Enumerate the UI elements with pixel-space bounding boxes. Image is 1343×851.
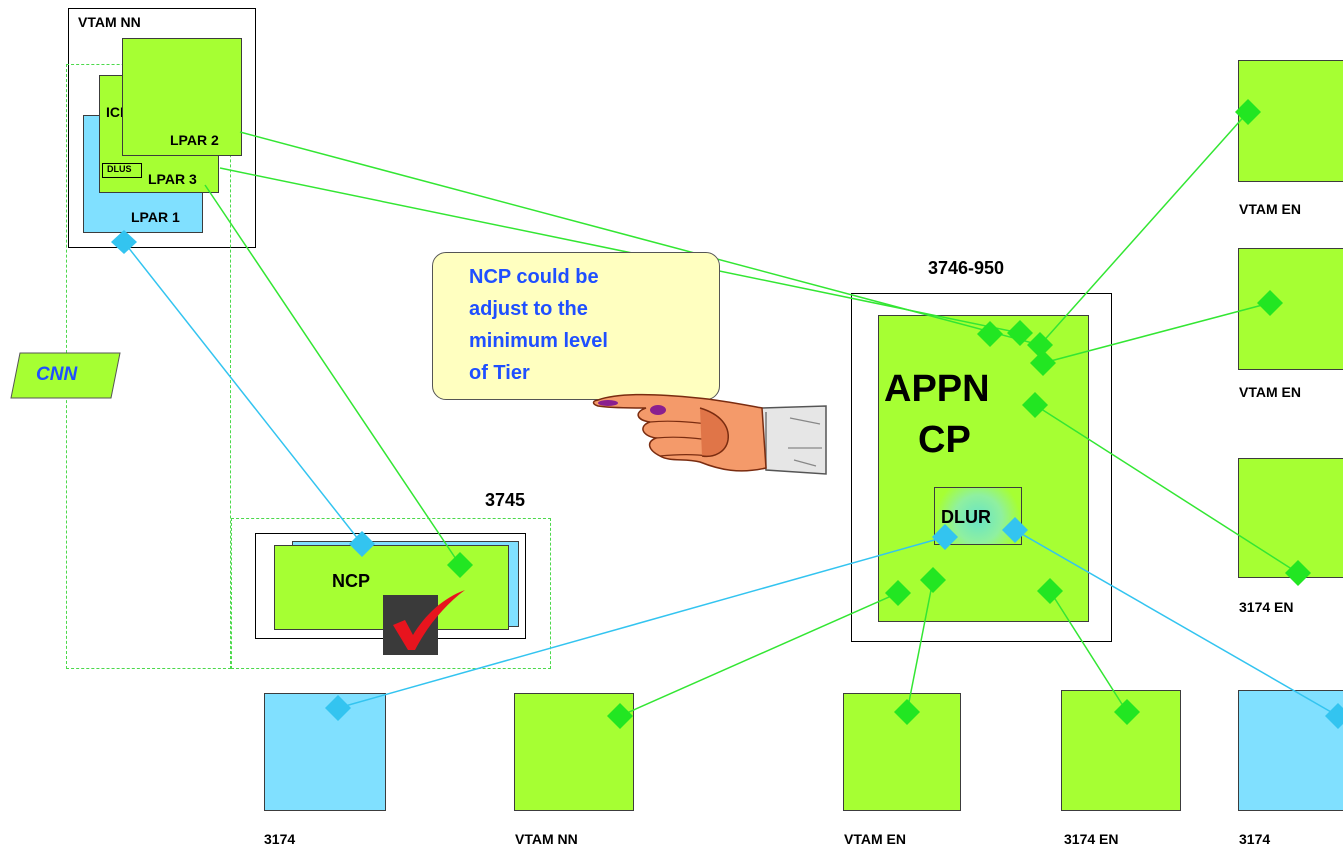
link-lpar3-appn (219, 167, 1021, 334)
port-appn-7 (920, 567, 946, 593)
link-appn-3174-en-right (1034, 404, 1299, 574)
lpar2-box[interactable] (122, 38, 242, 156)
port-lpar1 (111, 230, 137, 254)
port-ncp-green (447, 552, 473, 578)
port-right-1 (1235, 99, 1261, 125)
bottom-node-1-label: 3174 (264, 831, 296, 847)
cnn-zone-lower (231, 518, 551, 669)
port-bottom-3174-left (325, 695, 351, 721)
port-appn-3 (1027, 332, 1053, 358)
appn-label-line2: CP (918, 419, 971, 461)
bottom-node-2-label: VTAM NN (515, 831, 578, 847)
bottom-node-1-box[interactable] (264, 693, 386, 811)
port-bottom-3174-en (1114, 699, 1140, 725)
link-appn-3174-en-bottom (1049, 590, 1128, 713)
vtam-nn-host-label: VTAM NN (78, 14, 141, 30)
link-dlur-3174-right (1014, 529, 1339, 717)
right-node-2-box[interactable] (1238, 248, 1343, 370)
lpar3-label: LPAR 3 (148, 171, 197, 187)
bottom-node-3-box[interactable] (843, 693, 961, 811)
bottom-node-4-label: 3174 EN (1064, 831, 1119, 847)
dlur-label: DLUR (941, 507, 991, 527)
appn-label-line1: APPN (884, 368, 990, 410)
port-appn-6 (885, 580, 911, 606)
link-dlur-3174-left (337, 536, 946, 709)
link-appn-vtam-en-1 (1039, 111, 1249, 346)
right-node-3-box[interactable] (1238, 458, 1343, 578)
port-bottom-vtam-nn (607, 703, 633, 729)
cnn-label: CNN (36, 364, 78, 385)
port-ncp-blue (349, 531, 375, 557)
right-node-1-label: VTAM EN (1239, 201, 1301, 217)
port-appn-1 (977, 321, 1003, 347)
callout-box: NCP could be adjust to the minimum level… (432, 252, 720, 400)
dlus-box (102, 163, 142, 178)
port-appn-5 (1022, 392, 1048, 418)
box-3746-frame (851, 293, 1112, 642)
link-appn-vtam-nn (619, 592, 899, 717)
port-appn-4 (1030, 350, 1056, 376)
port-appn-2 (1007, 320, 1033, 346)
bottom-node-5-box[interactable] (1238, 690, 1343, 811)
callout-text: NCP could be adjust to the minimum level… (469, 266, 608, 384)
link-lpar3-ncp (204, 184, 461, 566)
port-dlur-1 (932, 524, 958, 550)
link-appn-vtam-en-bottom (906, 579, 934, 713)
link-lpar1-ncp (123, 241, 363, 545)
port-bottom-vtam-en (894, 699, 920, 725)
bottom-node-3-label: VTAM EN (844, 831, 906, 847)
right-node-1-box[interactable] (1238, 60, 1343, 182)
appn-cp-box[interactable] (878, 315, 1089, 622)
dlus-label: DLUS (107, 164, 132, 174)
green-links (204, 111, 1299, 717)
right-node-3-label: 3174 EN (1239, 599, 1294, 615)
box-3746-label: 3746-950 (928, 258, 1005, 278)
pointing-hand-icon (592, 393, 827, 475)
port-appn-8 (1037, 578, 1063, 604)
port-bottom-3174-right (1325, 703, 1343, 729)
ncp-label: NCP (332, 571, 371, 591)
green-ports (447, 99, 1311, 729)
cnn-shape (10, 352, 121, 399)
lpar1-label: LPAR 1 (131, 209, 180, 225)
checkmark-icon (393, 590, 465, 650)
port-right-3 (1285, 560, 1311, 586)
box-3745-label: 3745 (485, 490, 526, 510)
link-appn-vtam-en-2 (1042, 302, 1271, 364)
vtam-nn-host-frame (68, 8, 256, 248)
bottom-node-5-label: 3174 (1239, 831, 1271, 847)
port-dlur-2 (1002, 517, 1028, 543)
blue-ports (111, 230, 1343, 729)
port-right-2 (1257, 290, 1283, 316)
lpar2-label: LPAR 2 (170, 132, 219, 148)
right-node-2-label: VTAM EN (1239, 384, 1301, 400)
blue-links (123, 241, 1339, 717)
